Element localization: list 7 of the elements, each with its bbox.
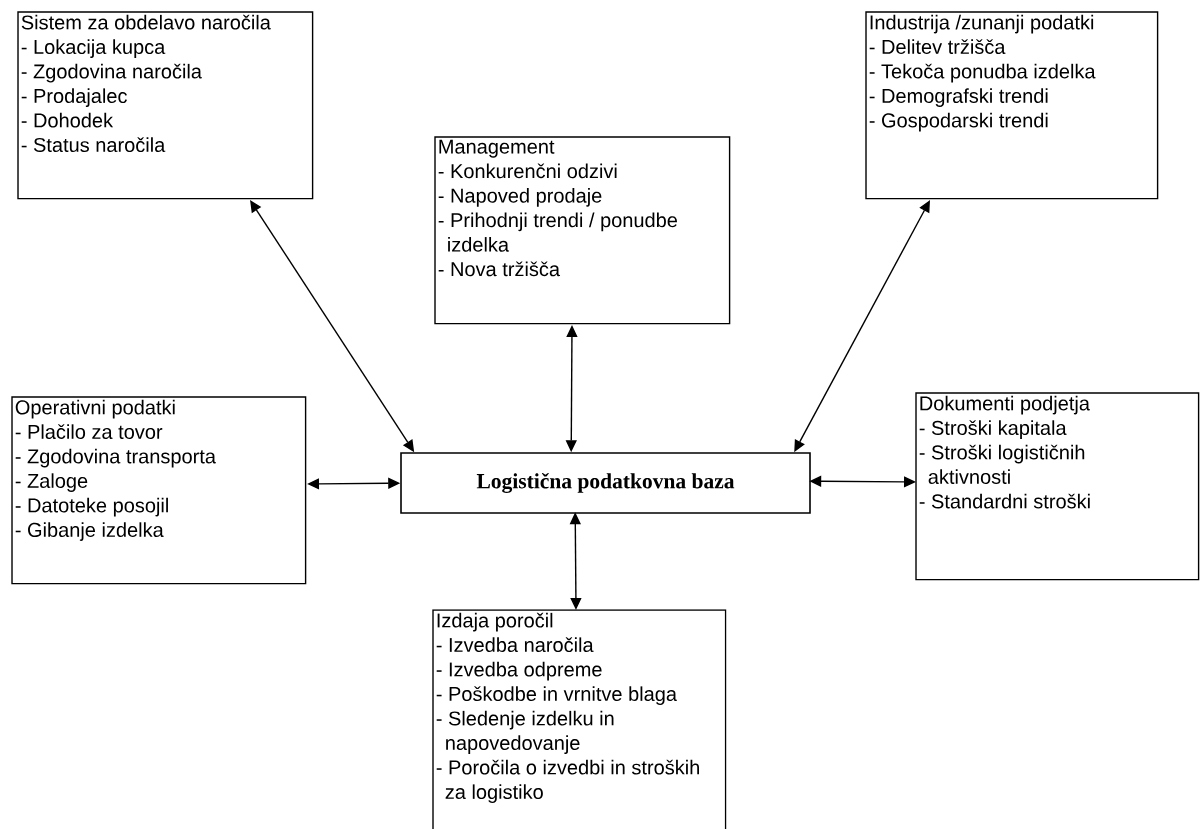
data-source-box: Industrija /zunanji podatki - Delitev tržišča - Tekoča ponudba izdelka - Demografski trendi - Gospodarski trendi: [865, 11, 1159, 200]
database-box: Logistična podatkovna baza: [400, 452, 811, 514]
data-source-box: Operativni podatki - Plačilo za tovor - Zgodovina transporta - Zaloge - Datoteke posojil - Gibanje izdelka: [11, 396, 307, 585]
data-source-box: Sistem za obdelavo naročila - Lokacija kupca - Zgodovina naročila - Prodajalec - Dohodek - Status naročila: [17, 11, 314, 200]
data-source-box: Dokumenti podjetja - Stroški kapitala - Stroški logističnih aktivnosti - Standardni stroški: [915, 392, 1200, 581]
data-source-box: Management - Konkurenčni odzivi - Napoved prodaje - Prihodnji trendi / ponudbe izdelka - Nova tržišča: [434, 136, 731, 325]
data-source-box: Izdaja poročil - Izvedba naročila - Izvedba odpreme - Poškodbe in vrnitve blaga - Sledenje izdelku in napovedovanje - Poročila o izvedbi in stroških za logistiko: [432, 609, 727, 829]
